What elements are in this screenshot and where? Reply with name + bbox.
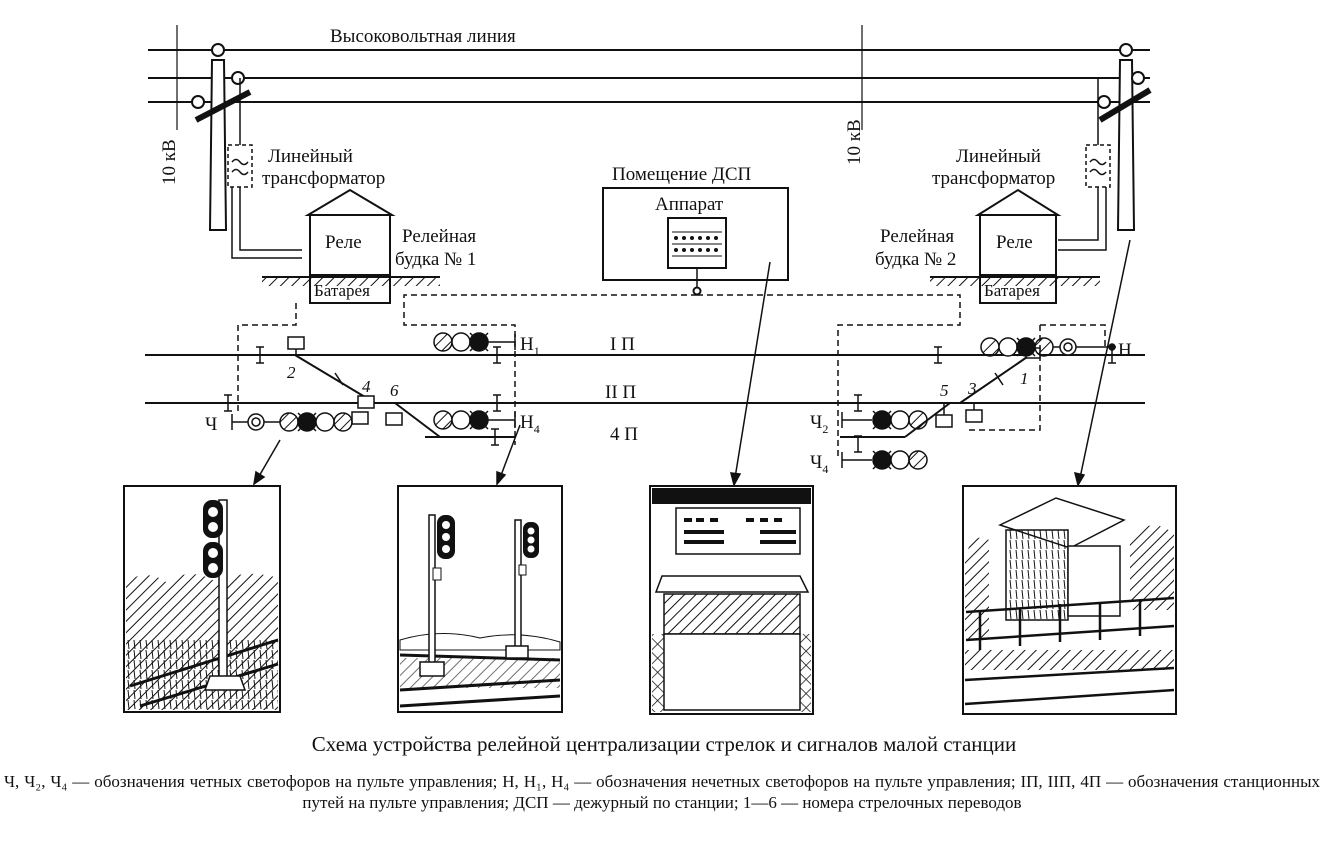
switch-number-1: 1 xyxy=(1020,369,1029,388)
hv-line-label: Высоковольтная линия xyxy=(330,26,516,47)
switch-number-3: 3 xyxy=(967,379,977,398)
signal-icon xyxy=(841,410,928,430)
apparatus-label: Аппарат xyxy=(655,194,724,215)
signal-icon xyxy=(980,337,1116,357)
signal-icon xyxy=(841,450,928,470)
mast-icon xyxy=(1097,43,1152,231)
figure-caption: Схема устройства релейной централизации … xyxy=(311,732,1017,756)
relay-booth-icon xyxy=(974,188,1062,304)
transformer-icon xyxy=(1085,144,1111,188)
relay-right-label: Реле xyxy=(996,232,1033,253)
switch-number-4: 4 xyxy=(362,377,371,396)
mast-icon xyxy=(191,43,252,231)
track-2-label: II П xyxy=(605,382,636,403)
booth-right-line2: будка № 2 xyxy=(875,249,956,270)
station-diagram: Высоковольтная линия 10 кВ 10 кВ Линейны… xyxy=(123,25,1177,715)
signal-ch2-label: Ч2 xyxy=(810,412,828,436)
relay-left-label: Реле xyxy=(325,232,362,253)
signal-n4-label: Н4 xyxy=(520,412,540,436)
control-panel-icon xyxy=(674,236,718,252)
booth-right-line1: Релейная xyxy=(880,226,954,247)
switch-number-5: 5 xyxy=(940,381,949,400)
transformer-right-line2: трансформатор xyxy=(932,168,1055,189)
signal-icon xyxy=(433,332,516,352)
signal-ch4-label: Ч4 xyxy=(810,452,828,476)
booth-left-line2: будка № 1 xyxy=(395,249,476,270)
illustration-relay-booth xyxy=(962,485,1177,715)
kv-left-label: 10 кВ xyxy=(159,139,180,185)
booth-left-line1: Релейная xyxy=(402,226,476,247)
signal-n-label: Н xyxy=(1118,340,1132,361)
dsp-room-label: Помещение ДСП xyxy=(612,164,752,185)
track-4-label: 4 П xyxy=(610,424,638,445)
switch-number-2: 2 xyxy=(287,363,296,382)
signal-ch-label: Ч xyxy=(205,414,217,435)
kv-mid-label: 10 кВ xyxy=(844,119,865,165)
illustration-signal-field xyxy=(123,485,281,713)
switch-icon xyxy=(287,336,1041,428)
track-1-label: I П xyxy=(610,334,635,355)
signal-icon xyxy=(433,410,516,430)
illustration-signals-tracks xyxy=(397,485,563,713)
signal-n1-label: Н1 xyxy=(520,334,540,358)
transformer-icon xyxy=(227,144,253,188)
transformer-left-line2: трансформатор xyxy=(262,168,385,189)
transformer-left-line1: Линейный xyxy=(268,146,353,167)
high-voltage-line xyxy=(148,49,1150,103)
illustration-control-console xyxy=(649,485,814,715)
transformer-right-line1: Линейный xyxy=(956,146,1041,167)
tracks xyxy=(145,354,1145,438)
signal-icon xyxy=(231,412,353,432)
dsp-room xyxy=(602,187,789,296)
figure-legend: Ч, Ч₂, Ч₄ — обозначения четных светофоро… xyxy=(4,772,1320,812)
switch-number-6: 6 xyxy=(390,381,399,400)
